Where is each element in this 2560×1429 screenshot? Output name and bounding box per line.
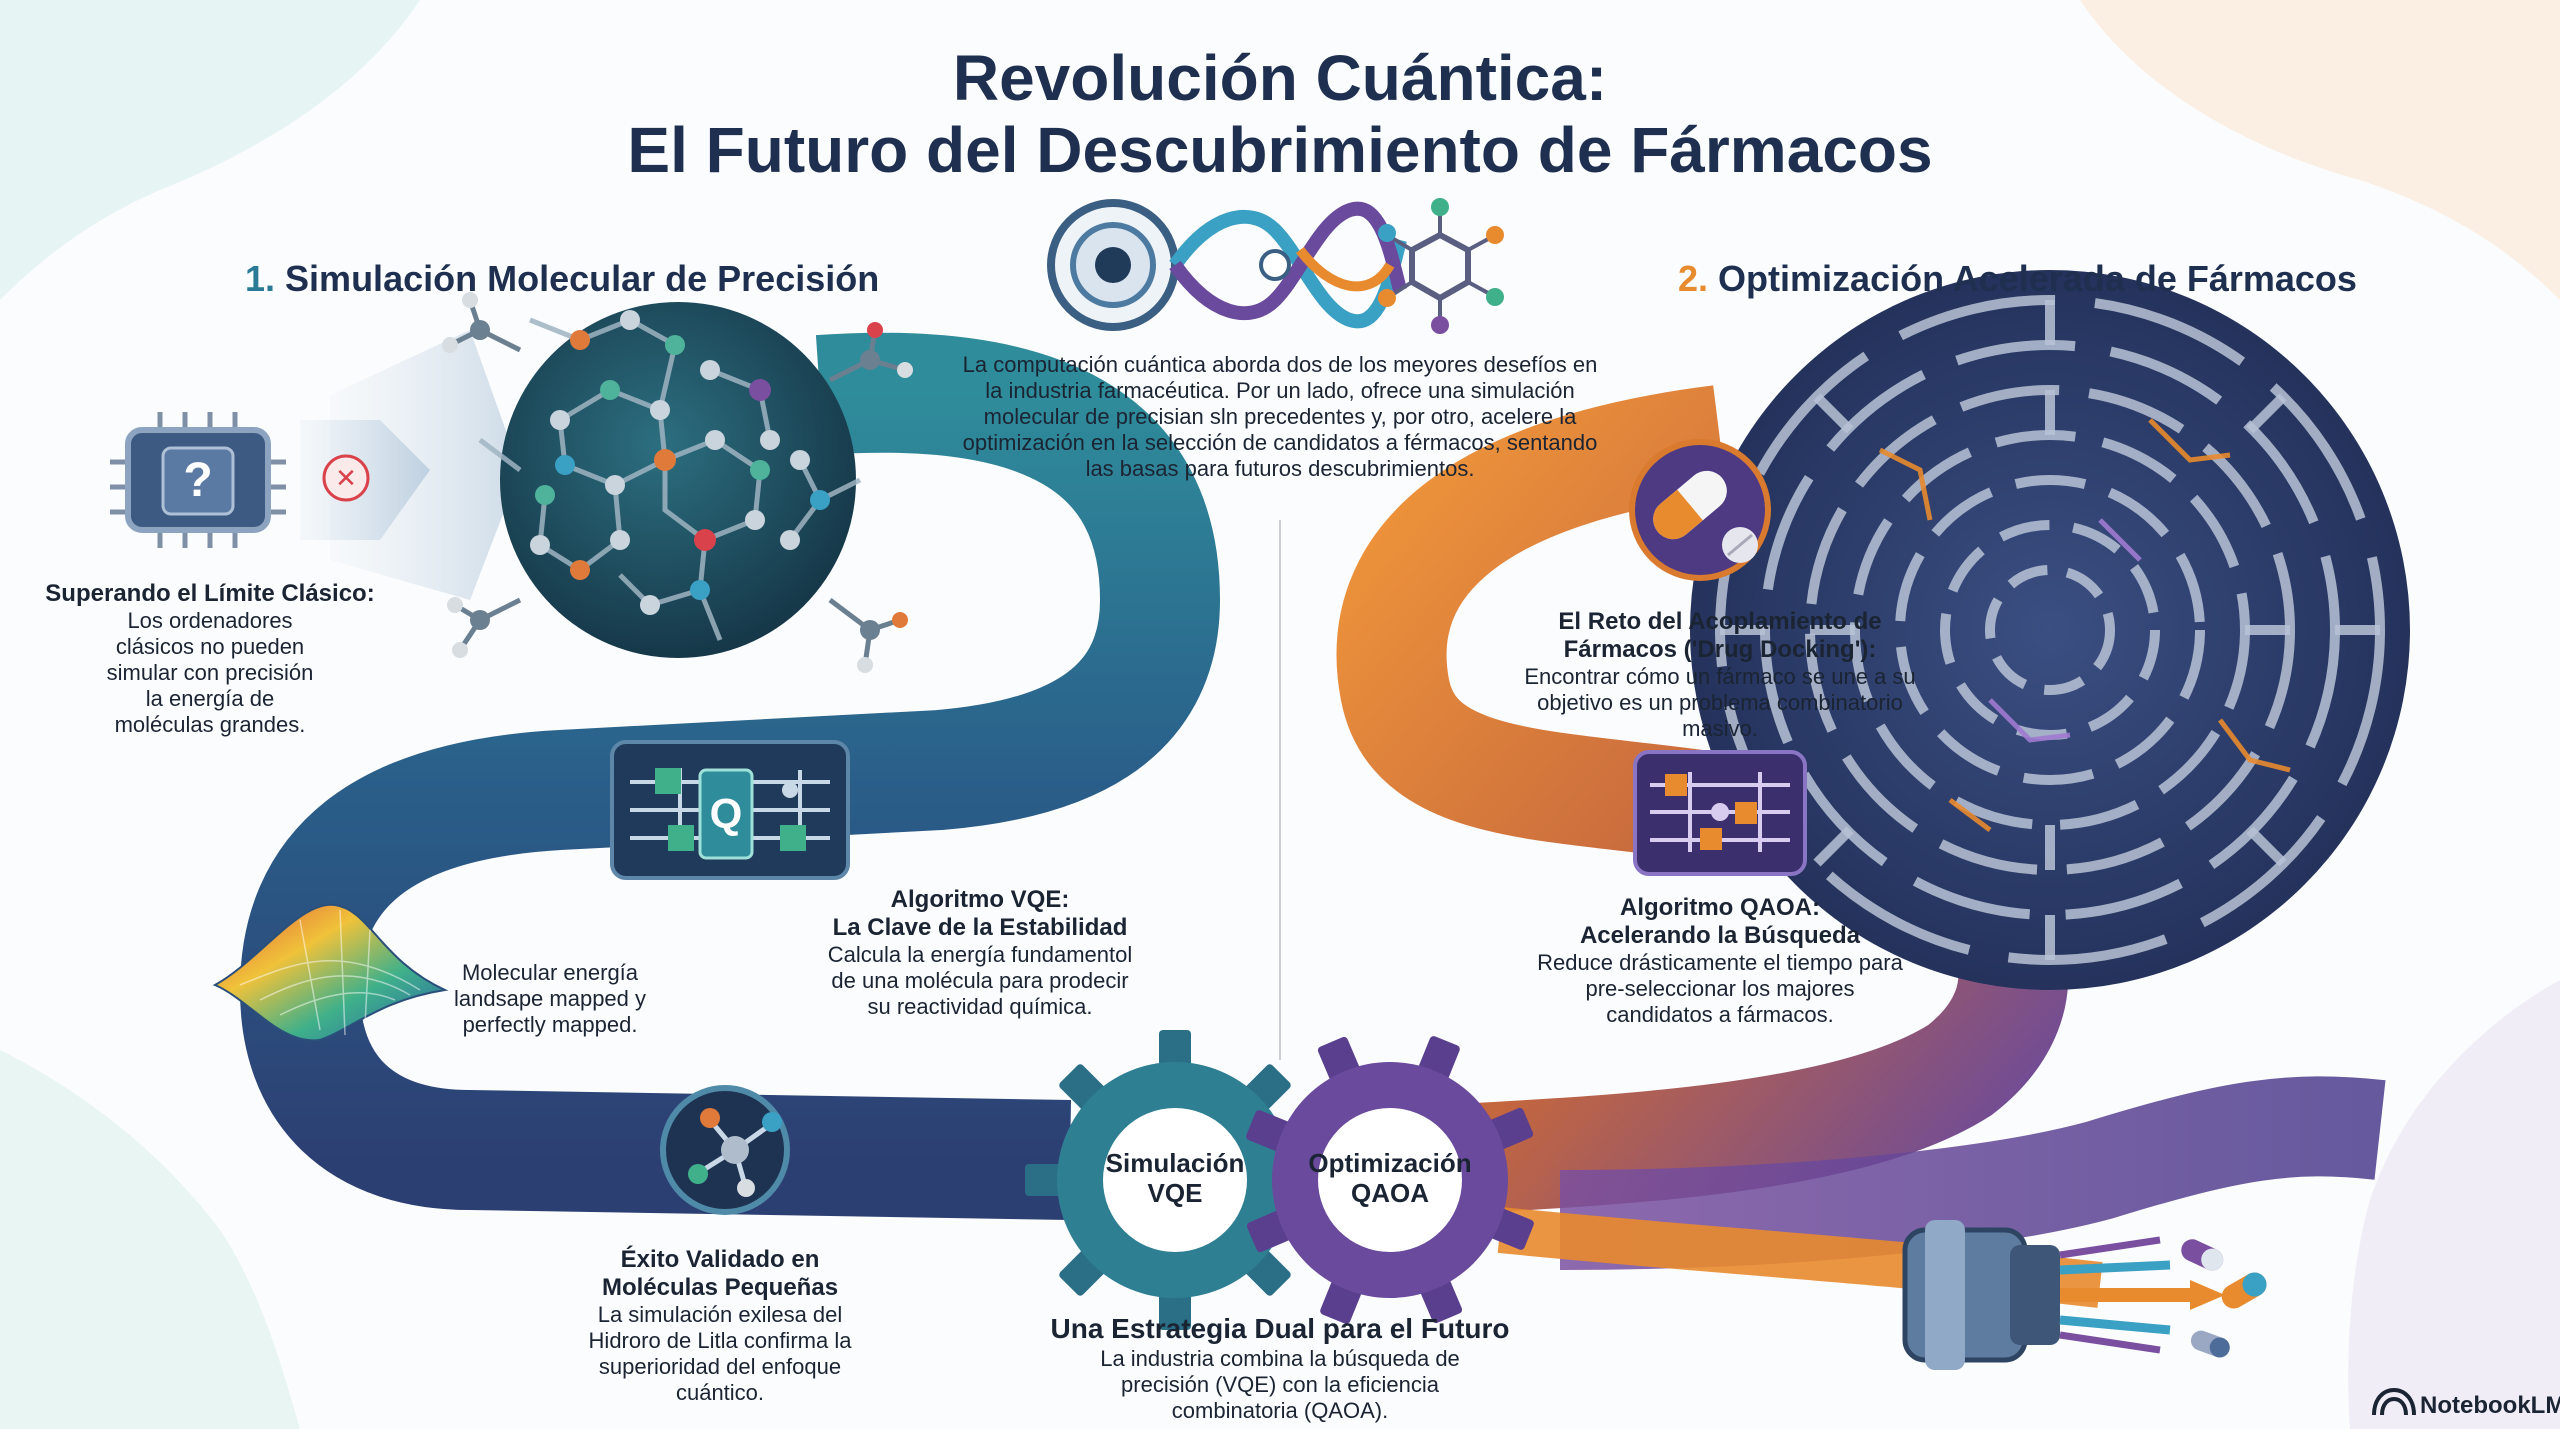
quantum-dna-icon [1047,198,1504,334]
section-number-1: 1. [245,258,276,299]
section-number-2: 2. [1678,258,1709,299]
classic-body: Los ordenadores clásicos no pueden simul… [106,608,314,737]
dual-heading: Una Estrategia Dual para el Futuro [1050,1313,1510,1344]
classic-heading: Superando el Límite Clásico: [45,580,375,607]
qaoa-body: Reduce drásticamente el tiempo para pre-… [1537,950,1903,1027]
docking-heading-1: El Reto del Acoplamiento de [1558,608,1882,635]
classic-limit-block: Superando el Límite Clásico: Los ordenad… [40,580,380,738]
vqe-body: Calcula la energía fundamentol de una mo… [827,942,1133,1019]
qaoa-gear-label: Optimización QAOA [1300,1148,1480,1208]
classical-chip [110,330,520,600]
docking-body: Encontrar cómo un fármaco se une a su ob… [1524,664,1916,741]
vqe-heading-1: Algoritmo VQE: [890,886,1070,913]
section-label-1: Simulación Molecular de Precisión [285,258,880,299]
vqe-gear-label: Simulación VQE [1095,1148,1255,1208]
vqe-gear-line-1: Simulación [1105,1148,1245,1178]
x-mark-circle [322,454,370,502]
qaoa-gear-line-1: Optimización [1308,1148,1472,1178]
qaoa-gear-line-2: QAOA [1351,1178,1429,1208]
title-line-1: Revolución Cuántica: [952,42,1608,114]
landscape-body: Molecular energía landsape mapped y perf… [453,960,647,1037]
q-gate-icon: Q [709,790,743,837]
maze-sphere [1690,270,2410,990]
qaoa-heading-1: Algoritmo QAOA: [1620,894,1820,921]
precision-path [239,332,1221,1220]
qaoa-gear [1246,1036,1534,1324]
qaoa-circuit-panel [1633,750,1807,876]
title-line-2: El Futuro del Descubrimiento de Fármacos [627,114,1933,186]
exito-heading-1: Éxito Validado en [620,1246,820,1273]
x-icon: ✕ [335,463,357,493]
energy-landscape-icon [212,903,449,1042]
exito-body: La simulación exilesa del Hidroro de Lit… [588,1302,852,1405]
molecule-sphere [442,292,913,673]
small-molecule-icon [660,1085,790,1215]
drug-output-funnel [1902,1220,2267,1370]
pill-icon [1629,439,1771,581]
page-title: Revolución Cuántica: El Futuro del Descu… [0,42,2560,186]
exito-block: Éxito Validado en Moléculas Pequeñas La … [560,1246,880,1406]
docking-block: El Reto del Acoplamiento de Fármacos ('D… [1505,608,1935,742]
notebooklm-logo-icon [2372,1387,2416,1416]
dual-body: La industria combina la búsqueda de prec… [1100,1346,1460,1423]
section-heading-optimization: 2. Optimización Acelerada de Fármacos [1678,258,2357,300]
vqe-circuit-panel [610,740,850,880]
vqe-gear [1025,1030,1325,1330]
dual-strategy-block: Una Estrategia Dual para el Futuro La in… [1030,1312,1530,1424]
vqe-heading-2: La Clave de la Estabilidad [832,914,1128,941]
qaoa-heading-2: Acelerando la Búsqueda [1579,922,1861,949]
vqe-block: Algoritmo VQE: La Clave de la Estabilida… [820,886,1140,1020]
intro-paragraph: La computación cuántica aborda dos de lo… [962,352,1598,481]
brand-label: NotebookLM [2420,1392,2560,1419]
question-icon: ? [183,454,213,507]
exito-heading-2: Moléculas Pequeñas [601,1274,839,1301]
vqe-gear-line-2: VQE [1147,1178,1203,1208]
qaoa-block: Algoritmo QAOA: Acelerando la Búsqueda R… [1535,894,1905,1028]
section-heading-precision: 1. Simulación Molecular de Precisión [245,258,879,300]
section-label-2: Optimización Acelerada de Fármacos [1718,258,2357,299]
docking-heading-2: Fármacos ('Drug Docking'): [1563,636,1877,663]
landscape-block: Molecular energía landsape mapped y perf… [450,960,650,1038]
